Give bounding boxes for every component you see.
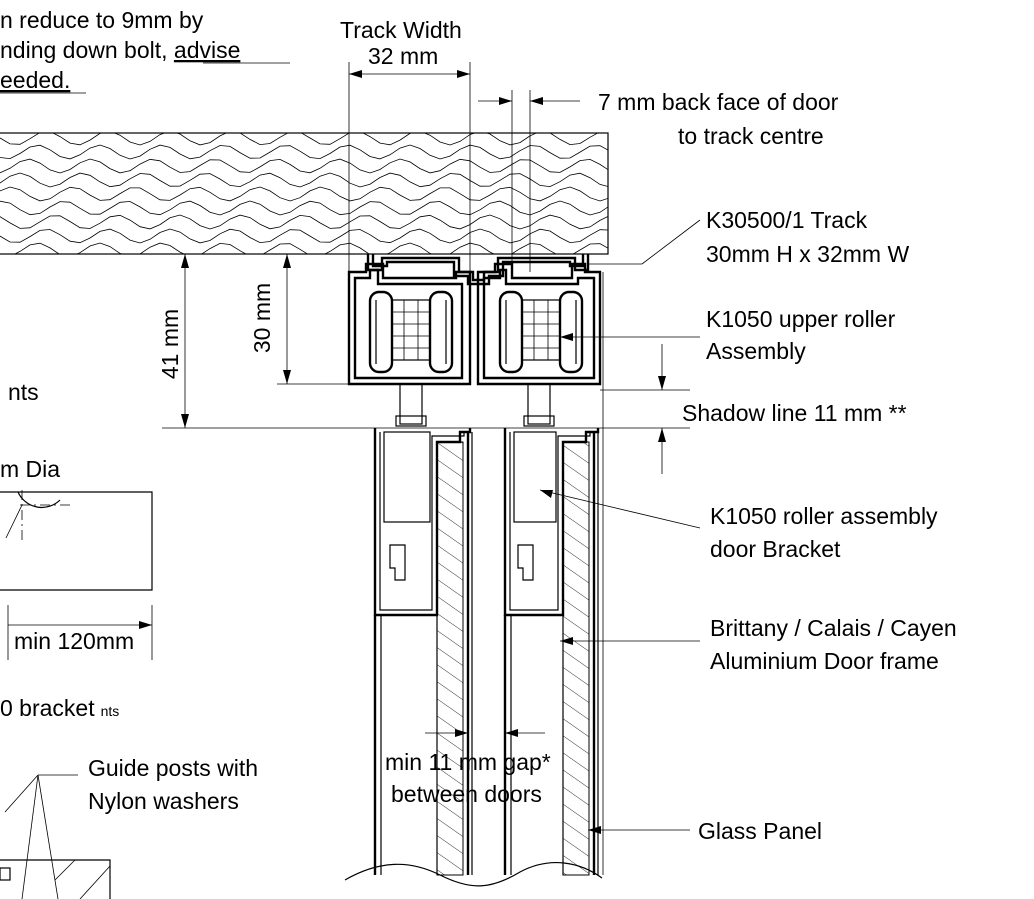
wood-grain-line [0,186,608,202]
wood-grain-line [0,172,608,188]
track-width-dimension [348,62,471,272]
shadow-line-label: Shadow line 11 mm ** [682,400,907,426]
wood-grain-line [14,242,608,254]
back-face-line1: 7 mm back face of door [598,89,839,115]
upper-roller-right [476,262,602,427]
upper-roller-line2: Assembly [706,338,806,364]
track-width-value: 32 mm [368,43,438,69]
dim-30-label: 30 mm [249,283,275,353]
min-120-label: min 120mm [14,628,134,654]
dia-label: m Dia [0,456,60,482]
top-note-line1: n reduce to 9mm by [0,7,204,33]
dim-30-line [277,254,349,385]
wood-grain-line [0,133,599,146]
guide-posts-line1: Guide posts with [88,755,258,781]
wood-grain-line [0,158,608,174]
guide-posts-line2: Nylon washers [88,788,239,814]
door-bracket-line2: door Bracket [710,536,841,562]
gap-dimension [425,729,545,737]
gap-line2: between doors [391,781,542,807]
wood-grain-line [0,144,608,160]
ceiling-timber [0,132,609,255]
wood-grain-line [0,228,608,244]
leader-lines [539,219,701,834]
upper-roller-left [347,262,472,427]
break-line [344,861,603,887]
door-frame-line1: Brittany / Calais / Cayen [710,615,957,641]
door-bracket-line1: K1050 roller assembly [710,503,938,529]
glass-panel-label: Glass Panel [698,818,822,844]
dim-41-line [162,254,600,429]
door-frame-right [503,428,600,876]
guide-post-detail [0,774,111,899]
door-frame-line2: Aluminium Door frame [710,648,939,674]
bracket-detail [0,490,153,660]
back-face-line2: to track centre [678,123,824,149]
upper-roller-line1: K1050 upper roller [706,306,896,332]
track-label-line1: K30500/1 Track [706,207,868,233]
track-label-line2: 30mm H x 32mm W [706,241,909,267]
back-face-dimension [478,90,580,272]
advise-link[interactable]: advise [174,37,240,63]
top-note-line2: nding down bolt, advise [0,37,240,63]
wood-grain-line [0,214,608,230]
track-width-title: Track Width [340,17,462,43]
shadow-line-dimension [600,272,690,875]
gap-line1: min 11 mm gap* [385,749,551,775]
dim-41-label: 41 mm [157,309,183,379]
door-frame-left [373,428,473,876]
wood-grain-line [0,200,608,216]
nts-left-label: nts [8,379,39,405]
top-note-line3: eeded. [0,67,70,93]
